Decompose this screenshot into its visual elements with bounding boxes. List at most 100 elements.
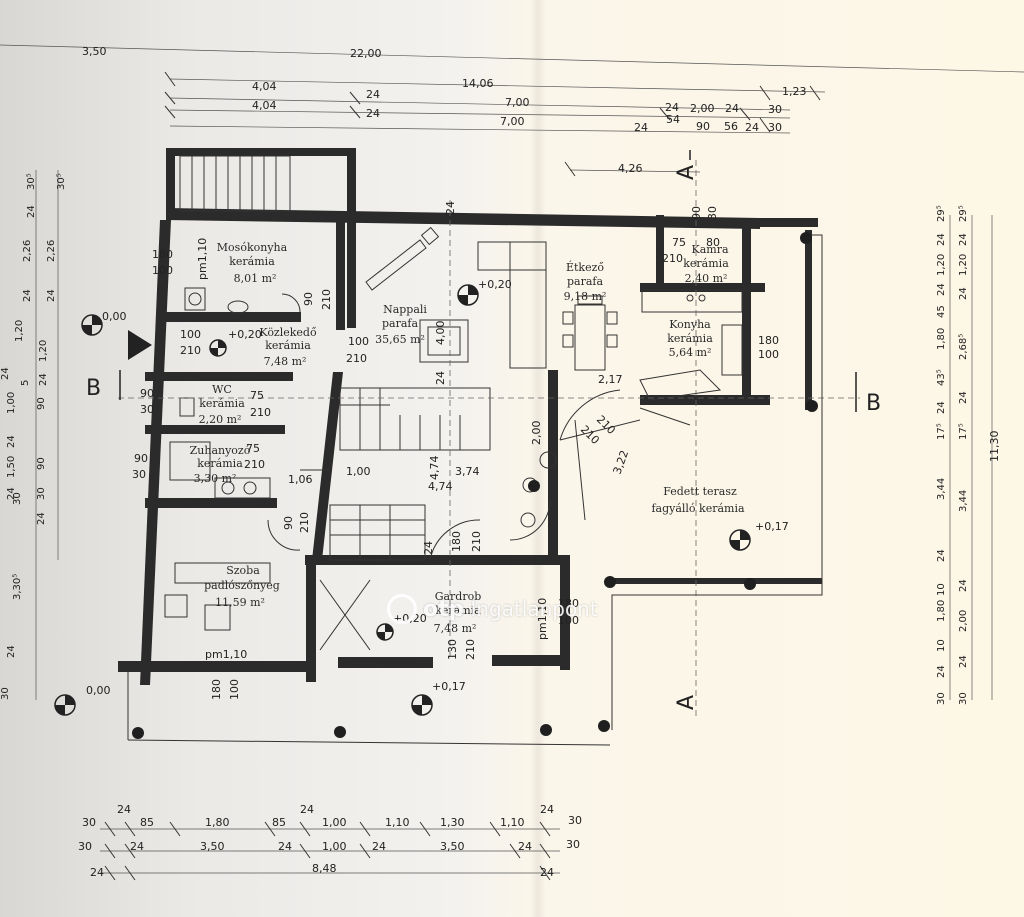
- dim: 24: [36, 512, 47, 525]
- dim: 30: [768, 103, 782, 116]
- dim: 54: [666, 113, 680, 126]
- dim: 29⁵: [936, 205, 947, 222]
- level-label: +0,20: [228, 328, 262, 341]
- dim: 24: [745, 121, 759, 134]
- dim: 90: [140, 387, 154, 400]
- top-dimensions: 3,50 22,00 14,06 1,23 4,04 24 7,00 24 2,…: [0, 44, 1024, 177]
- dim: pm1,10: [536, 598, 549, 640]
- dim: 90: [302, 292, 315, 306]
- dim: 10: [936, 583, 947, 596]
- dim: 180: [152, 248, 173, 261]
- walls: [118, 148, 822, 685]
- watermark: otp Ingatlanpont: [387, 592, 598, 626]
- dim: 24: [936, 665, 947, 678]
- dim: 3,44: [958, 490, 969, 512]
- room-name: Fedett terasz: [663, 485, 737, 498]
- dim: 2,26: [46, 240, 57, 262]
- axis-lines: [118, 160, 860, 720]
- room-area: 5,64 m²: [669, 346, 712, 359]
- dim: 8,48: [312, 862, 337, 875]
- bottom-dimensions: 30 24 85 1,80 85 24 1,00 1,10 1,30 1,10 …: [78, 803, 582, 881]
- dim: 2,17: [598, 373, 623, 386]
- room-name: Nappali: [383, 303, 427, 316]
- dim: 90: [690, 206, 703, 220]
- dim: 180: [450, 531, 463, 552]
- dim: 1,00: [322, 840, 347, 853]
- dim: 75: [246, 442, 260, 455]
- room-floor: kerámia: [199, 397, 245, 410]
- dim: 24: [300, 803, 314, 816]
- dim: 3,50: [440, 840, 465, 853]
- dim: 4,04: [252, 99, 277, 112]
- dim: 10: [936, 639, 947, 652]
- dim: 1,20: [958, 254, 969, 276]
- dim: 24: [725, 102, 739, 115]
- room-name: Szoba: [226, 564, 260, 577]
- dim: 24: [958, 287, 969, 300]
- dim: 24: [366, 88, 380, 101]
- dim: 24: [936, 283, 947, 296]
- dim: 130: [446, 639, 459, 660]
- level-label: +0,20: [478, 278, 512, 291]
- dim: 24: [540, 803, 554, 816]
- dim: 17⁵: [936, 423, 947, 440]
- dim: 3,50: [200, 840, 225, 853]
- dim: 3,74: [455, 465, 480, 478]
- dim: 24: [958, 579, 969, 592]
- dim: 30⁵: [26, 173, 37, 190]
- room-floor: kerámia: [667, 332, 713, 345]
- room-name: Gardrob: [435, 590, 482, 603]
- otp-logo-icon: [387, 594, 417, 624]
- dim: 90: [696, 120, 710, 133]
- dim: 24: [936, 233, 947, 246]
- dim: 180: [210, 679, 223, 700]
- dim: 5: [20, 380, 31, 386]
- dim: 29⁵: [958, 205, 969, 222]
- level-markers: [54, 284, 751, 716]
- dim: 4,74: [428, 480, 453, 493]
- dim: 75: [672, 236, 686, 249]
- dim: 24: [366, 107, 380, 120]
- dim: 24: [26, 205, 37, 218]
- entrance-arrow-icon: [128, 330, 152, 360]
- terrace-outline: [127, 234, 823, 746]
- dim: 2,00: [530, 421, 543, 446]
- dim: 80: [706, 236, 720, 249]
- dim: 14,06: [462, 77, 494, 90]
- dim: 43⁵: [936, 369, 947, 386]
- dim: 210: [464, 639, 477, 660]
- columns: [132, 232, 818, 739]
- room-area: 11,59 m²: [215, 596, 265, 609]
- dim: 4,04: [252, 80, 277, 93]
- dim: 24: [665, 101, 679, 114]
- dim: 24: [130, 840, 144, 853]
- dim: pm1,10: [196, 238, 209, 280]
- dim: 24: [444, 201, 457, 215]
- dim: 56: [724, 120, 738, 133]
- dim: 1,80: [936, 328, 947, 350]
- dim: 24: [958, 655, 969, 668]
- dim: 3,30⁵: [12, 574, 23, 600]
- room-name: Zuhanyozó: [190, 444, 251, 457]
- dim: 210: [244, 458, 265, 471]
- room-name: Étkező: [566, 260, 604, 274]
- room-floor: parafa: [382, 317, 418, 330]
- dim: 3,50: [82, 45, 107, 58]
- dim: 24: [958, 233, 969, 246]
- dim: 75: [250, 389, 264, 402]
- furniture: [164, 226, 743, 631]
- room-area: 7,48 m²: [264, 355, 307, 368]
- dim: 1,80: [205, 816, 230, 829]
- dim: 30: [958, 692, 969, 705]
- dim: 1,10: [500, 816, 525, 829]
- dim: 1,50: [6, 456, 17, 478]
- dim: 1,06: [288, 473, 313, 486]
- section-marker-b: B: [866, 391, 881, 416]
- room-name: Kamra: [691, 243, 728, 256]
- room-floor: kerámia: [265, 339, 311, 352]
- dim: 4,26: [618, 162, 643, 175]
- dim: 30: [706, 206, 719, 220]
- dim: 210: [346, 352, 367, 365]
- dim: 3,44: [936, 478, 947, 500]
